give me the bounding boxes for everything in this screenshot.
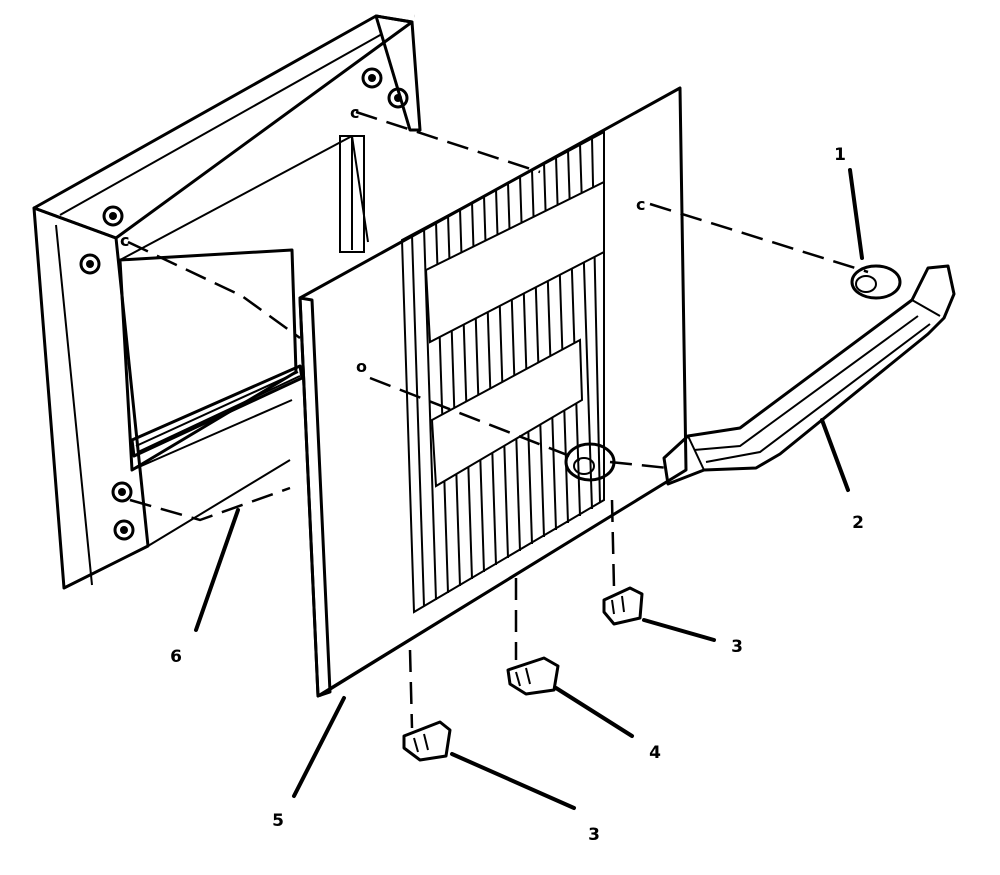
frame-screw [113,519,135,541]
door-frame: c c [32,14,422,590]
callout-6: 6 [170,647,182,667]
clip-part-3-lower [402,720,452,762]
callout-2: 2 [852,513,864,533]
handle-mount-lower [564,442,616,482]
alignment-lines [127,110,869,729]
handle-mount-upper [850,264,902,300]
leader-lines [194,168,864,810]
callout-1: 1 [834,145,846,165]
frame-screw [111,481,133,503]
svg-text:c: c [636,195,645,214]
clip-part-4 [506,656,560,696]
svg-text:c: c [120,231,129,250]
frame-screw [361,67,383,89]
callout-4: 4 [649,743,661,763]
callout-5: 5 [272,811,284,831]
frame-screw [102,205,124,227]
callout-3-lower: 3 [588,825,600,845]
svg-text:c: c [350,103,359,122]
svg-text:o: o [356,357,367,376]
door-panel: o c [298,86,688,698]
door-handle [662,264,956,486]
callout-3-upper: 3 [731,637,743,657]
clip-part-3-upper [602,586,644,626]
frame-screw [79,253,101,275]
frame-screw [387,87,409,109]
